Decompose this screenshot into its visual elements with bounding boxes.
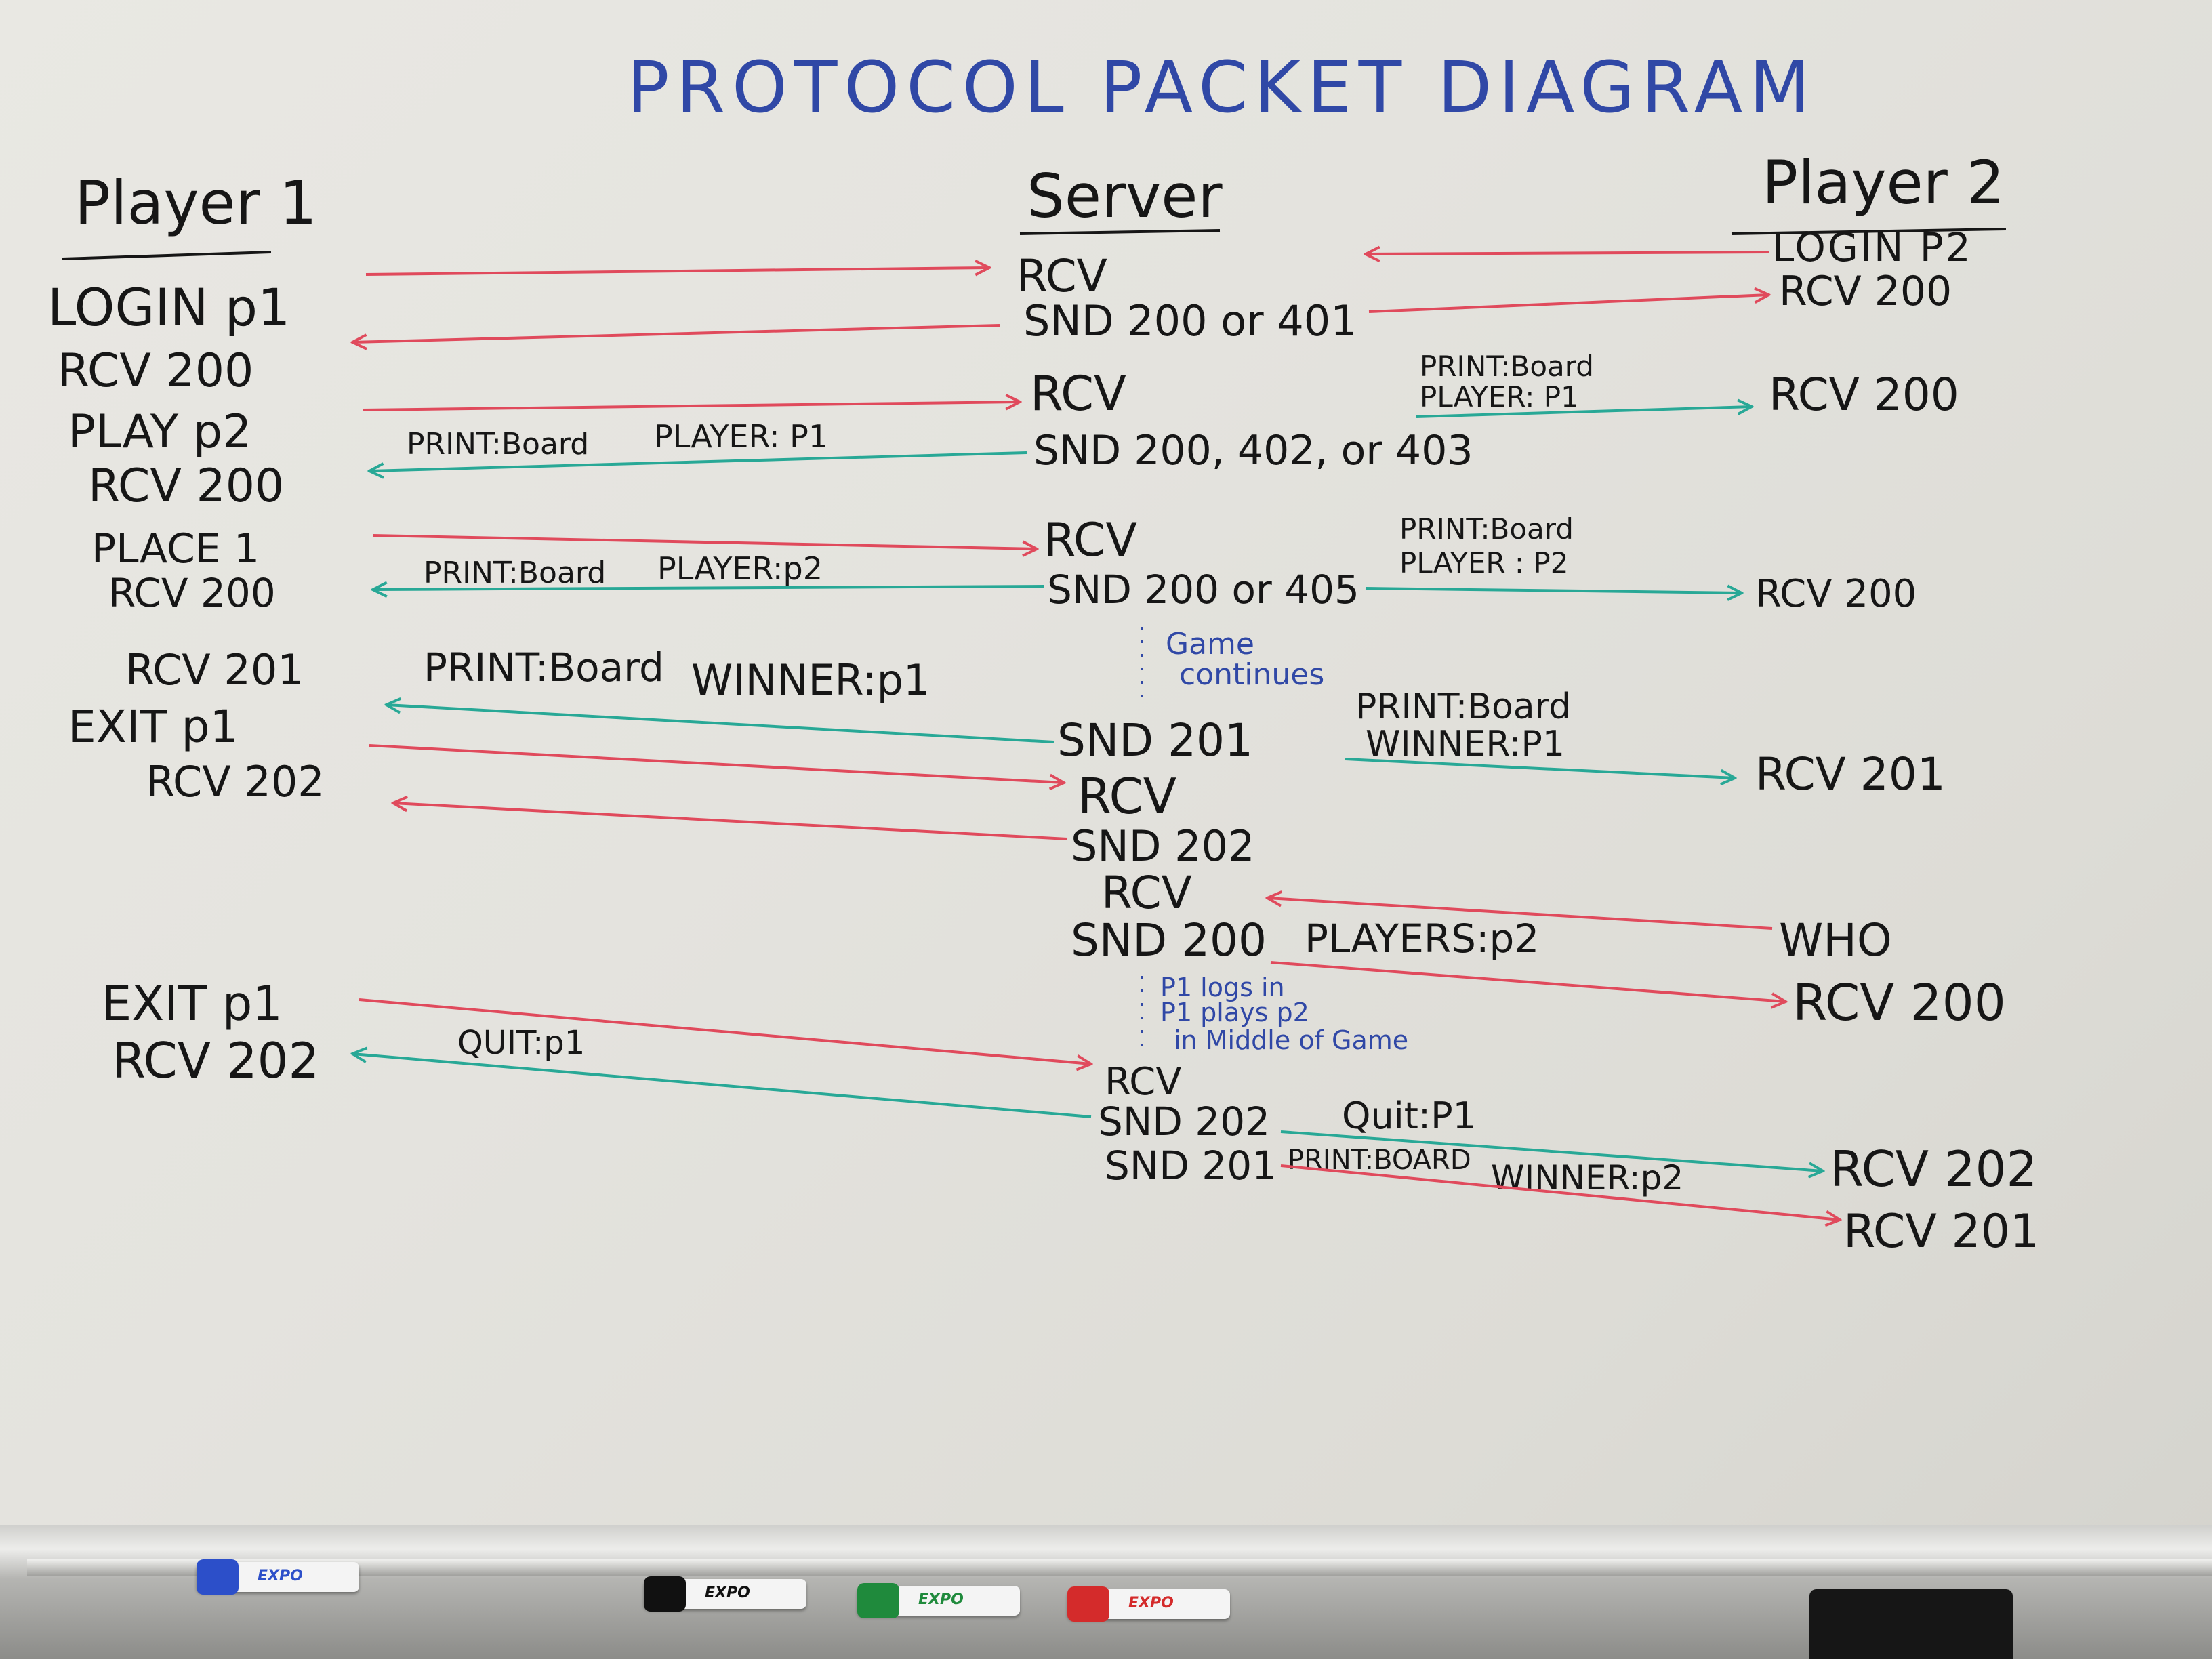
srv-rcv-6: RCV	[1105, 1060, 1182, 1104]
note-game: Game	[1166, 627, 1254, 661]
lbl-print-board-2: PRINT:Board	[407, 427, 589, 462]
lbl-player-p1-right: PLAYER: P1	[1420, 380, 1579, 413]
p2-rcv-200-d: RCV 200	[1793, 974, 2006, 1032]
arrow-server-to-p2-players	[1270, 961, 1786, 1002]
arrow-exit-p1-to-server	[369, 744, 1064, 783]
lbl-print-board-caps: PRINT:BOARD	[1288, 1145, 1471, 1176]
lbl-print-board-4: PRINT:Board	[424, 556, 606, 590]
p1-login: LOGIN p1	[47, 277, 290, 337]
column-header-server: Server	[1027, 161, 1223, 231]
srv-snd-201-b: SND 201	[1105, 1143, 1277, 1189]
lbl-winner-p1-left: WINNER:p1	[691, 655, 930, 705]
p1-rcv-200-b: RCV 200	[88, 459, 284, 513]
p1-rcv-202-b: RCV 202	[112, 1032, 319, 1089]
lbl-player-p1-left: PLAYER: P1	[654, 418, 828, 455]
arrow-server-to-p1-200	[352, 324, 1000, 342]
p2-rcv-202: RCV 202	[1830, 1141, 2037, 1197]
arrow-exit-p1-b-to-server	[359, 998, 1091, 1064]
arrow-play-p2-to-server	[362, 402, 1020, 411]
srv-snd-202: SND 202	[1071, 821, 1255, 871]
srv-snd-200-401: SND 200 or 401	[1023, 296, 1357, 346]
p2-rcv-200-a: RCV 200	[1779, 268, 1952, 315]
srv-rcv-5: RCV	[1101, 867, 1192, 919]
red-marker-label: EXPO	[1128, 1595, 1174, 1612]
green-marker[interactable]: EXPO	[857, 1583, 1020, 1618]
arrow-server-to-p1-202	[393, 803, 1068, 840]
srv-rcv-3: RCV	[1044, 514, 1137, 567]
srv-snd-201: SND 201	[1057, 714, 1253, 766]
srv-snd-200-405: SND 200 or 405	[1047, 567, 1359, 613]
p2-rcv-201: RCV 201	[1755, 748, 1946, 800]
player1-underline	[62, 251, 272, 260]
arrow-server-to-p2-200	[1368, 295, 1769, 313]
note-p1-logs-in: P1 logs in	[1160, 972, 1285, 1002]
server-underline	[1019, 229, 1221, 235]
p2-login: LOGIN P2	[1772, 224, 1973, 270]
arrow-login-p2-to-server	[1366, 252, 1769, 254]
srv-snd-200: SND 200	[1071, 914, 1267, 966]
arrow-server-to-p2-board	[1416, 407, 1752, 418]
arrow-server-to-p2-winner	[1345, 758, 1735, 778]
blue-marker-label: EXPO	[258, 1568, 303, 1584]
p2-rcv-200-c: RCV 200	[1755, 572, 1917, 616]
p2-rcv-200-b: RCV 200	[1769, 369, 1959, 421]
p1-play: PLAY p2	[68, 405, 251, 459]
whiteboard-eraser[interactable]	[1809, 1589, 2013, 1659]
note-continues: continues	[1179, 657, 1324, 692]
p1-place: PLACE 1	[91, 525, 260, 573]
lbl-print-board-5: PRINT:Board	[424, 644, 664, 691]
p1-exit-a: EXIT p1	[68, 701, 239, 753]
blue-marker[interactable]: EXPO	[197, 1559, 359, 1595]
column-header-player2: Player 2	[1762, 148, 2005, 218]
arrow-server-to-p2-quit	[1280, 1130, 1823, 1171]
srv-snd-202-b: SND 202	[1098, 1099, 1270, 1145]
p2-rcv-201-b: RCV 201	[1843, 1205, 2039, 1258]
arrow-server-to-p1-board-2	[373, 586, 1044, 590]
arrow-login-p1-to-server	[365, 268, 989, 274]
lbl-print-board-6: PRINT:Board	[1355, 687, 1571, 727]
arrow-server-to-p1-board	[369, 451, 1027, 471]
p1-rcv-200-c: RCV 200	[108, 570, 276, 616]
arrow-server-to-p1-winner	[386, 705, 1054, 743]
marker-tray-lip	[27, 1559, 2212, 1576]
diagram-title: PROTOCOL PACKET DIAGRAM	[627, 46, 1817, 129]
lbl-winner-p2: WINNER:p2	[1491, 1158, 1683, 1197]
black-marker-label: EXPO	[705, 1584, 750, 1601]
black-marker[interactable]: EXPO	[644, 1576, 806, 1612]
srv-rcv-2: RCV	[1030, 366, 1126, 422]
lbl-print-board-1: PRINT:Board	[1420, 350, 1594, 383]
lbl-quit-p1-right: Quit:P1	[1342, 1094, 1476, 1137]
srv-snd-200-402-403: SND 200, 402, or 403	[1033, 427, 1473, 474]
green-marker-label: EXPO	[918, 1591, 964, 1608]
p1-rcv-200-a: RCV 200	[58, 344, 253, 398]
arrow-place-to-server	[372, 534, 1037, 549]
note-middle-of-game: in Middle of Game	[1174, 1025, 1408, 1055]
p1-rcv-201: RCV 201	[125, 645, 304, 695]
arrow-who-to-server	[1267, 898, 1773, 930]
lbl-winner-p1-right: WINNER:P1	[1366, 724, 1565, 764]
lbl-quit-p1-left: QUIT:p1	[457, 1024, 585, 1062]
arrow-server-to-p2-board-2	[1365, 588, 1742, 593]
srv-rcv-4: RCV	[1078, 768, 1176, 825]
p1-exit-b: EXIT p1	[102, 976, 283, 1031]
lbl-players-p2: PLAYERS:p2	[1305, 916, 1539, 962]
p1-rcv-202-a: RCV 202	[146, 757, 325, 806]
arrow-server-to-p1-quit	[352, 1054, 1092, 1118]
arrow-server-to-p2-201	[1280, 1164, 1840, 1220]
player2-underline	[1731, 228, 2007, 235]
lbl-player-p2-right: PLAYER : P2	[1399, 546, 1568, 579]
lbl-print-board-3: PRINT:Board	[1399, 512, 1574, 546]
lbl-player-p2-left: PLAYER:p2	[657, 550, 823, 587]
srv-rcv-1: RCV	[1017, 250, 1107, 302]
column-header-player1: Player 1	[75, 168, 317, 238]
p2-who: WHO	[1779, 914, 1892, 966]
note-p1-plays-p2: P1 plays p2	[1160, 998, 1309, 1027]
red-marker[interactable]: EXPO	[1067, 1586, 1230, 1622]
